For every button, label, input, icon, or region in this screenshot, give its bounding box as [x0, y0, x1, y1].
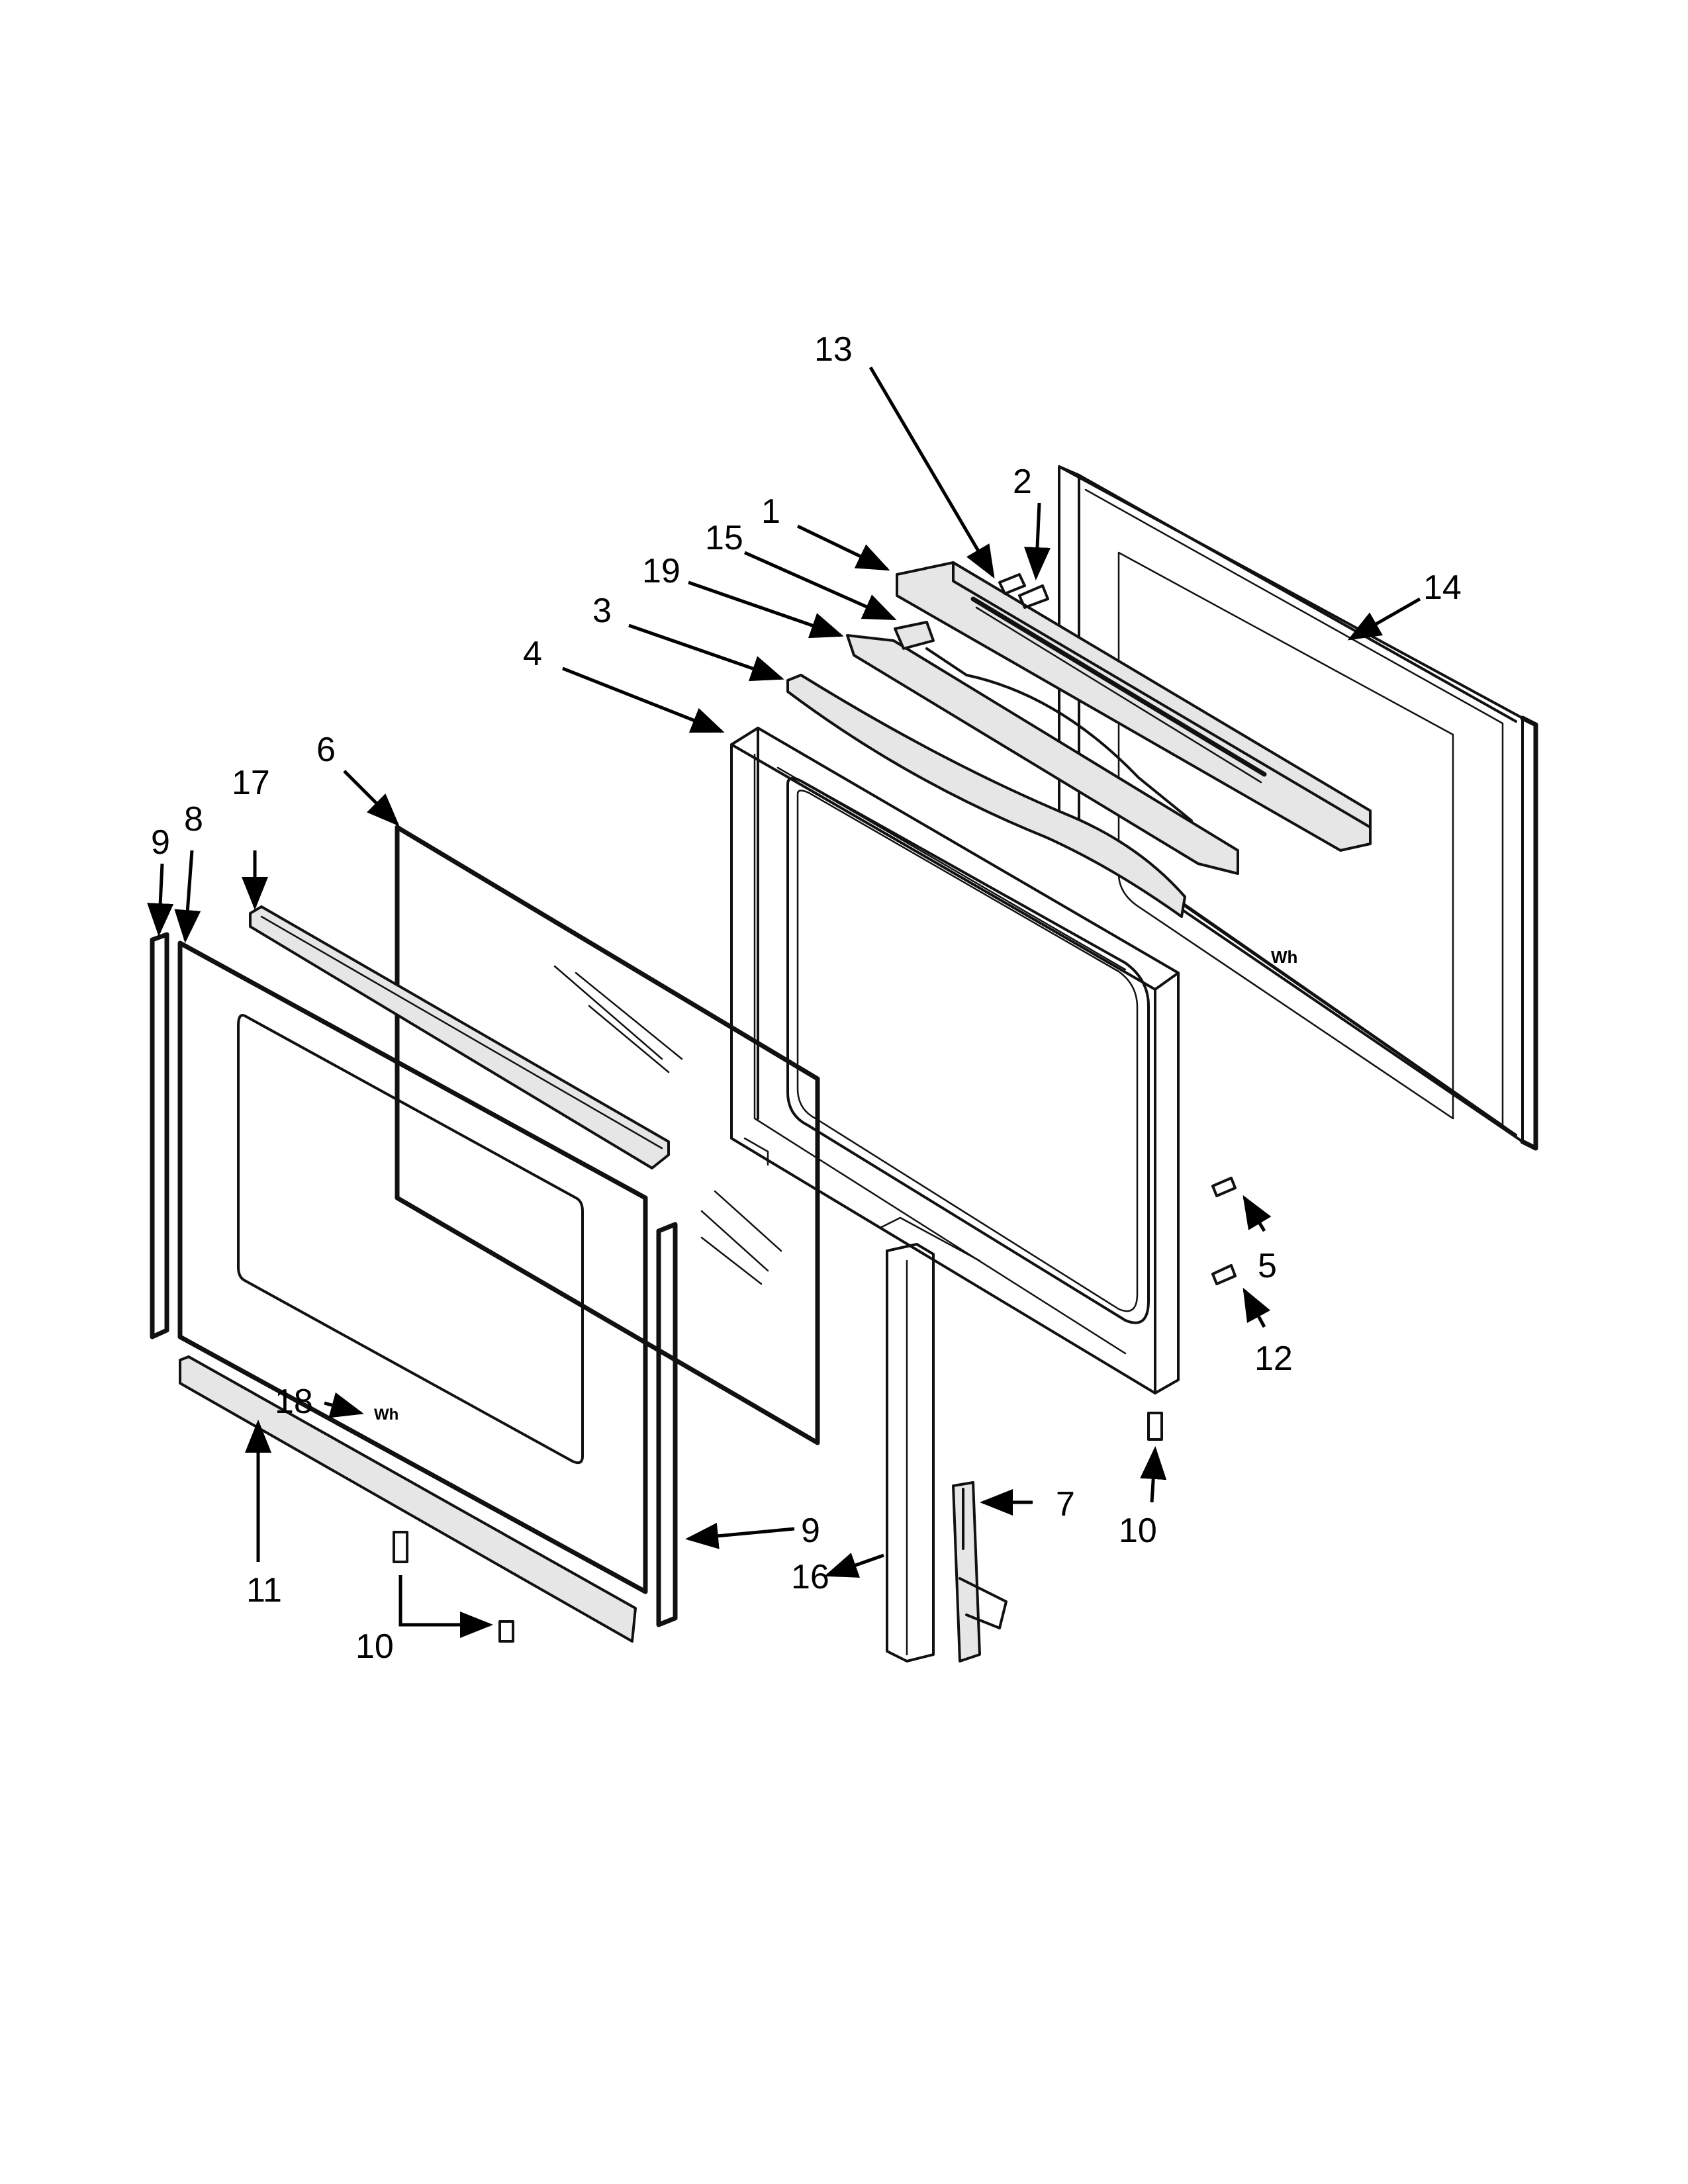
inner-door-frame [730, 727, 1180, 1394]
callout-16: 16 [791, 1558, 829, 1596]
callout-11: 11 [246, 1571, 282, 1610]
screw-5 [1211, 1177, 1237, 1197]
right-side-trim [656, 1222, 678, 1627]
callout-9-right: 9 [801, 1512, 820, 1550]
door-hinge [952, 1481, 1008, 1662]
top-vent-trim [896, 561, 1372, 852]
callout-12: 12 [1254, 1340, 1293, 1378]
bottom-trim [179, 1355, 637, 1643]
callout-6: 6 [316, 731, 336, 769]
callout-19: 19 [642, 552, 680, 590]
callout-18: 18 [275, 1383, 313, 1421]
callout-14: 14 [1423, 569, 1462, 607]
whirlpool-logo-door: Wh [374, 1406, 399, 1424]
callout-10-left: 10 [355, 1627, 394, 1666]
callout-17: 17 [232, 764, 270, 802]
screw-10-left-a [393, 1531, 408, 1563]
callout-13: 13 [814, 330, 853, 369]
callout-4: 4 [523, 635, 542, 673]
inner-glass-panel [395, 825, 820, 1445]
screw-12 [1211, 1264, 1237, 1285]
handle-clip [894, 621, 935, 650]
screw-10-right [1147, 1412, 1163, 1441]
callout-15: 15 [705, 519, 743, 557]
callout-3: 3 [592, 592, 612, 630]
top-channel [249, 905, 670, 1169]
whirlpool-logo: Wh [1271, 947, 1297, 967]
callout-5: 5 [1258, 1247, 1277, 1285]
callout-7: 7 [1056, 1485, 1075, 1524]
leader-lines [147, 366, 1421, 1638]
handle-bracket [846, 634, 1239, 875]
callout-8: 8 [184, 800, 203, 839]
door-handle [786, 674, 1186, 918]
left-side-trim [150, 932, 169, 1340]
callout-9-left: 9 [151, 823, 170, 862]
screw-top-2 [1018, 584, 1049, 609]
callout-2: 2 [1013, 463, 1032, 501]
outer-glass-panel: Wh [177, 940, 648, 1594]
screw-top-1 [998, 573, 1026, 595]
screw-10-left-b [498, 1620, 514, 1643]
callout-1: 1 [761, 492, 780, 531]
callout-10-right: 10 [1119, 1512, 1157, 1550]
callout-labels: 13 2 1 15 19 3 14 4 6 17 9 8 5 12 10 7 9… [151, 330, 1462, 1666]
hinge-receiver [886, 1243, 935, 1662]
